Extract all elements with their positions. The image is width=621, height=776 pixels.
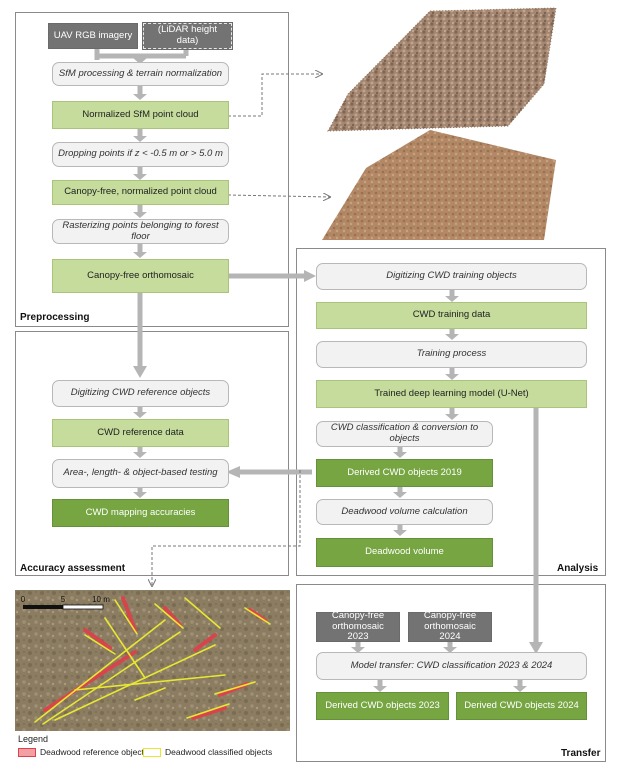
digitizing-reference-box: Digitizing CWD reference objects	[52, 380, 229, 407]
sfm-processing-box: SfM processing & terrain normalization	[52, 62, 229, 86]
trained-model-box: Trained deep learning model (U-Net)	[316, 380, 587, 408]
orthomosaic-2024-box: Canopy-free orthomosaic 2024	[408, 610, 492, 642]
scale-label-5: 5	[61, 595, 66, 604]
deadwood-volume-box: Deadwood volume	[316, 538, 493, 567]
digitizing-training-box: Digitizing CWD training objects	[316, 263, 587, 290]
analysis-label: Analysis	[557, 563, 599, 574]
dropping-points-box: Dropping points if z < -0.5 m or > 5.0 m	[52, 142, 229, 167]
reference-data-box: CWD reference data	[52, 419, 229, 447]
model-transfer-box: Model transfer: CWD classification 2023 …	[316, 652, 587, 680]
scale-label-10: 10 m	[92, 595, 110, 604]
mapping-accuracies-box: CWD mapping accuracies	[52, 499, 229, 527]
preprocessing-label: Preprocessing	[20, 312, 90, 323]
legend-cls-label: Deadwood classified objects	[165, 747, 273, 757]
classification-box: CWD classification & conversion to objec…	[316, 421, 493, 447]
volume-calculation-box: Deadwood volume calculation	[316, 499, 493, 525]
legend-ref-label: Deadwood reference objects	[40, 747, 149, 757]
normalized-point-cloud-box: Normalized SfM point cloud	[52, 101, 229, 129]
canopy-free-cloud-image	[322, 130, 556, 240]
accuracy-assessment-label: Accuracy assessment	[20, 563, 126, 574]
canopy-free-orthomosaic-box: Canopy-free orthomosaic	[52, 259, 229, 293]
scale-label-0: 0	[21, 595, 26, 604]
accuracy-panel	[15, 331, 289, 576]
rasterizing-box: Rasterizing points belonging to forest f…	[52, 219, 229, 244]
deadwood-map-image: 0 5 10 m	[15, 590, 290, 731]
training-process-box: Training process	[316, 341, 587, 368]
legend-ref-swatch	[18, 748, 36, 757]
lidar-data-box: (LiDAR height data)	[142, 22, 233, 50]
training-data-box: CWD training data	[316, 302, 587, 329]
uav-imagery-box: UAV RGB imagery	[48, 23, 138, 49]
point-cloud-image	[327, 7, 557, 132]
derived-objects-2023-box: Derived CWD objects 2023	[316, 692, 449, 720]
transfer-label: Transfer	[561, 748, 601, 759]
testing-box: Area-, length- & object-based testing	[52, 459, 229, 488]
legend-cls-swatch	[143, 748, 161, 757]
legend-title: Legend	[18, 734, 49, 744]
orthomosaic-2023-box: Canopy-free orthomosaic 2023	[316, 610, 400, 642]
derived-objects-2019-box: Derived CWD objects 2019	[316, 459, 493, 487]
canopy-free-point-cloud-box: Canopy-free, normalized point cloud	[52, 180, 229, 205]
derived-objects-2024-box: Derived CWD objects 2024	[456, 692, 587, 720]
